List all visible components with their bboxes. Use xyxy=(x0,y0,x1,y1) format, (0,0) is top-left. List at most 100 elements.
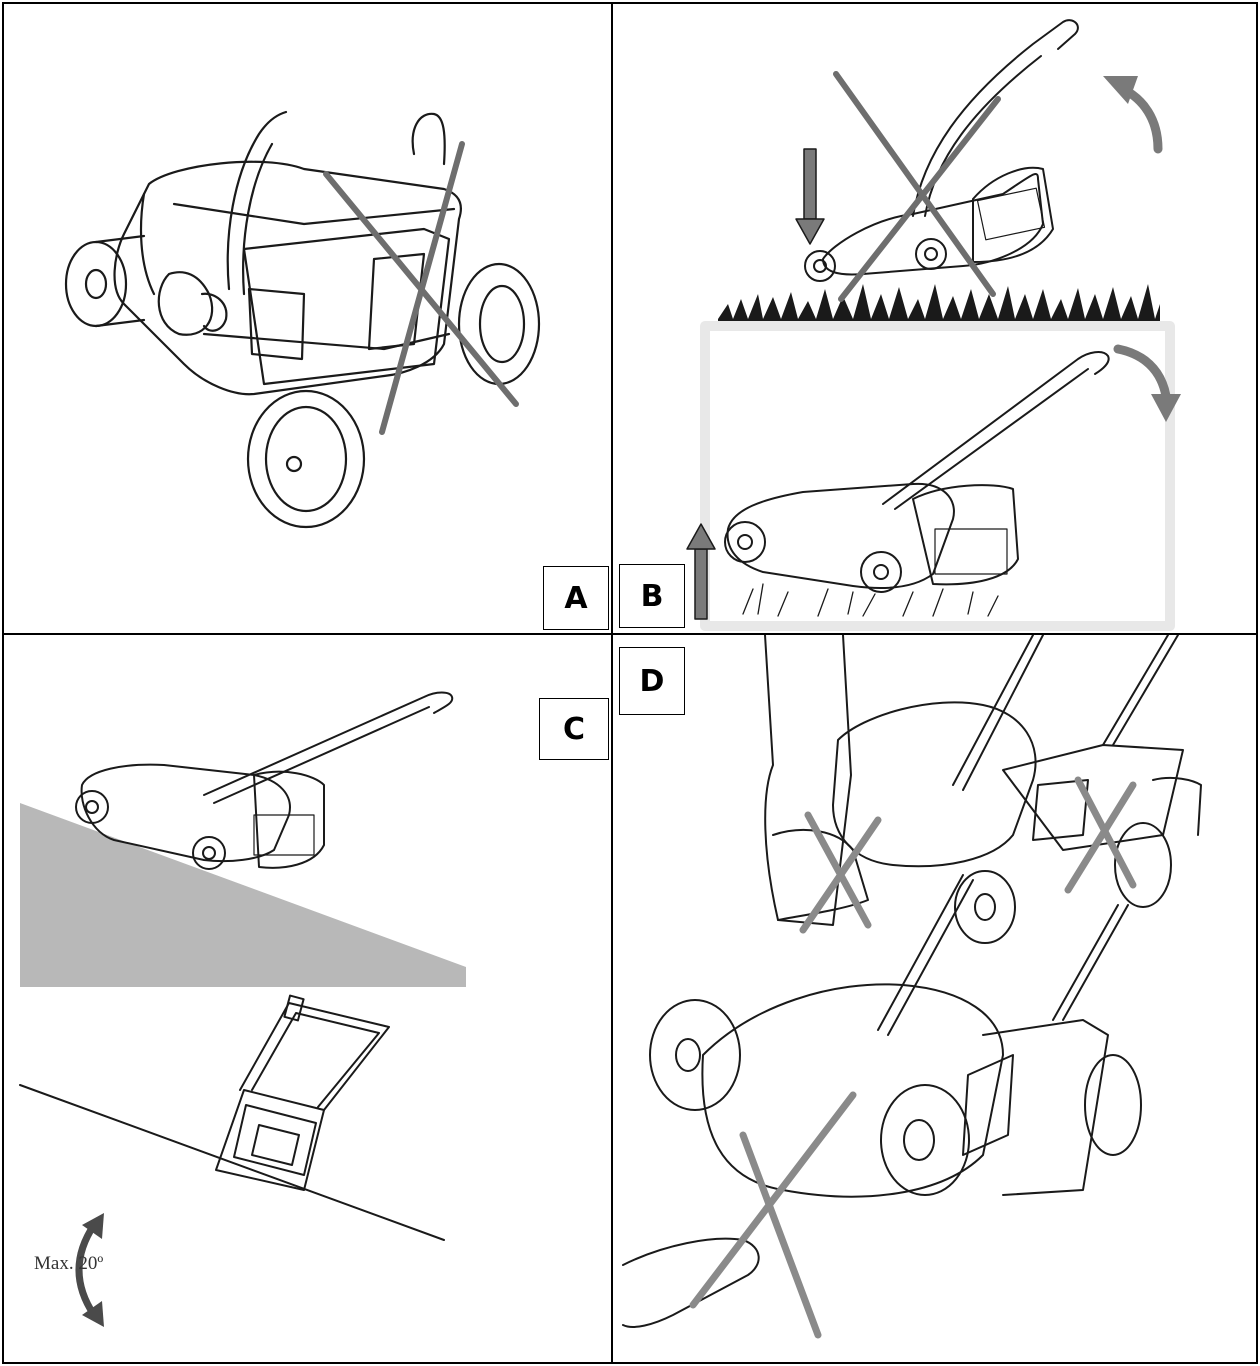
upper-rear-wheel xyxy=(915,238,947,270)
upper-handle xyxy=(912,19,1079,217)
grass-strip xyxy=(718,284,1160,322)
upper-mower-bag xyxy=(1002,744,1184,851)
cover-knob xyxy=(200,292,228,332)
rear-view-handle xyxy=(239,1002,390,1111)
lower-handle-inner xyxy=(894,368,1089,510)
lower-rear-wheel xyxy=(1084,1054,1142,1156)
foot-cross-1 xyxy=(804,811,872,929)
slope-line xyxy=(19,1084,445,1241)
lower-handle-left xyxy=(877,874,964,1031)
upper-mower-bag-opening xyxy=(1032,779,1089,841)
panel-label-c-text: C xyxy=(562,711,586,747)
angle-arrow xyxy=(75,1213,104,1327)
front-left-tread xyxy=(94,234,146,328)
grass-box-window xyxy=(367,252,426,351)
lower-handle-right-inner xyxy=(1062,904,1129,1021)
panel-label-a: A xyxy=(543,566,609,630)
hand-cross-2 xyxy=(1064,781,1137,894)
down-arrow-shaft xyxy=(803,148,817,220)
panel-label-b: B xyxy=(619,564,685,628)
grass-box xyxy=(242,227,451,386)
curved-arrow-up-head xyxy=(1103,76,1138,104)
upper-handle-inner xyxy=(924,55,1042,217)
rear-view-bag xyxy=(233,1104,317,1176)
curved-arrow-down xyxy=(1113,344,1181,422)
prohibition-cross-b xyxy=(833,71,1001,302)
rear-view-body xyxy=(215,1089,325,1191)
slope-mower-handle xyxy=(203,691,454,796)
curved-arrow-down-shaft xyxy=(1113,344,1171,401)
lower-hand xyxy=(622,1237,760,1328)
slope-fill xyxy=(20,803,466,987)
upper-hand xyxy=(1152,776,1202,836)
deck-edge xyxy=(139,192,156,296)
curved-arrow-down-head xyxy=(1151,394,1181,422)
panel-a: A xyxy=(4,4,611,633)
lower-mid-wheel xyxy=(880,1084,970,1196)
lower-cross-2 xyxy=(689,1091,857,1309)
panel-label-a-text: A xyxy=(564,580,588,616)
rear-flap xyxy=(247,287,306,361)
cross-stroke-2 xyxy=(379,141,465,435)
prohibition-cross xyxy=(323,141,519,435)
upper-front-hub xyxy=(813,259,827,273)
handle-left-inner xyxy=(242,142,274,296)
grid-border-top xyxy=(2,2,1258,4)
grid-divider-vertical xyxy=(611,2,613,1364)
panel-b: B xyxy=(613,4,1256,633)
panel-a-illustration xyxy=(64,110,541,529)
rear-view-grip xyxy=(283,994,305,1022)
slope-rear-wheel xyxy=(192,836,226,870)
front-right-wheel xyxy=(246,389,366,529)
upper-handle-right-inner xyxy=(1112,635,1179,746)
lower-mower-cover xyxy=(701,983,1004,1198)
deck-lower-edge xyxy=(202,332,451,351)
grid-border-bottom xyxy=(2,1362,1258,1364)
upper-front-wheel xyxy=(804,250,836,282)
lower-frame xyxy=(700,321,1175,631)
panel-c-illustration xyxy=(19,691,466,1327)
upper-rear-hub xyxy=(924,247,938,261)
panel-label-d-text: D xyxy=(639,663,665,699)
lower-deck xyxy=(726,482,955,590)
handle-left xyxy=(226,110,288,291)
upper-handle-left-inner xyxy=(962,635,1044,791)
lower-front-wheel xyxy=(649,999,741,1111)
rear-view-mower xyxy=(215,994,390,1191)
lower-scene xyxy=(622,874,1142,1328)
panel-b-illustration xyxy=(686,19,1181,631)
down-arrow xyxy=(795,148,825,245)
lower-front-hub xyxy=(675,1038,701,1072)
max-slope-label: Max. 20º xyxy=(34,1253,104,1274)
foot-cross-2 xyxy=(799,816,882,934)
deck-ridge xyxy=(172,202,456,226)
upper-front-wheel xyxy=(954,870,1016,944)
grid-border-right xyxy=(1256,2,1258,1364)
lower-grassbox xyxy=(912,484,1019,586)
lower-front-hub xyxy=(737,534,753,550)
upper-front-hub xyxy=(974,893,996,921)
upper-deck xyxy=(822,173,1044,276)
upper-mower xyxy=(804,19,1079,282)
lower-mid-hub xyxy=(903,1119,935,1161)
front-left-wheel xyxy=(64,240,128,328)
panel-label-b-text: B xyxy=(640,578,664,614)
panel-label-d: D xyxy=(619,647,685,715)
curved-arrow-up xyxy=(1103,76,1163,154)
rear-view-bag-window xyxy=(251,1124,300,1166)
front-right-hub xyxy=(285,455,303,473)
panel-d: D xyxy=(613,635,1256,1362)
upper-rear-wheel xyxy=(1114,822,1172,908)
slope-mower-handle-inner xyxy=(213,706,430,804)
grid-border-left xyxy=(2,2,4,1364)
lower-front-wheel xyxy=(724,521,766,563)
lower-rear-wheel xyxy=(860,551,902,593)
lower-mower xyxy=(724,351,1110,593)
lower-grille xyxy=(934,528,1008,575)
up-arrow-head xyxy=(686,523,716,550)
upper-mower-cover xyxy=(832,701,1037,868)
panel-c: Max. 20º C xyxy=(4,635,611,1362)
up-arrow xyxy=(686,523,716,620)
upper-handle-right xyxy=(1102,635,1169,746)
